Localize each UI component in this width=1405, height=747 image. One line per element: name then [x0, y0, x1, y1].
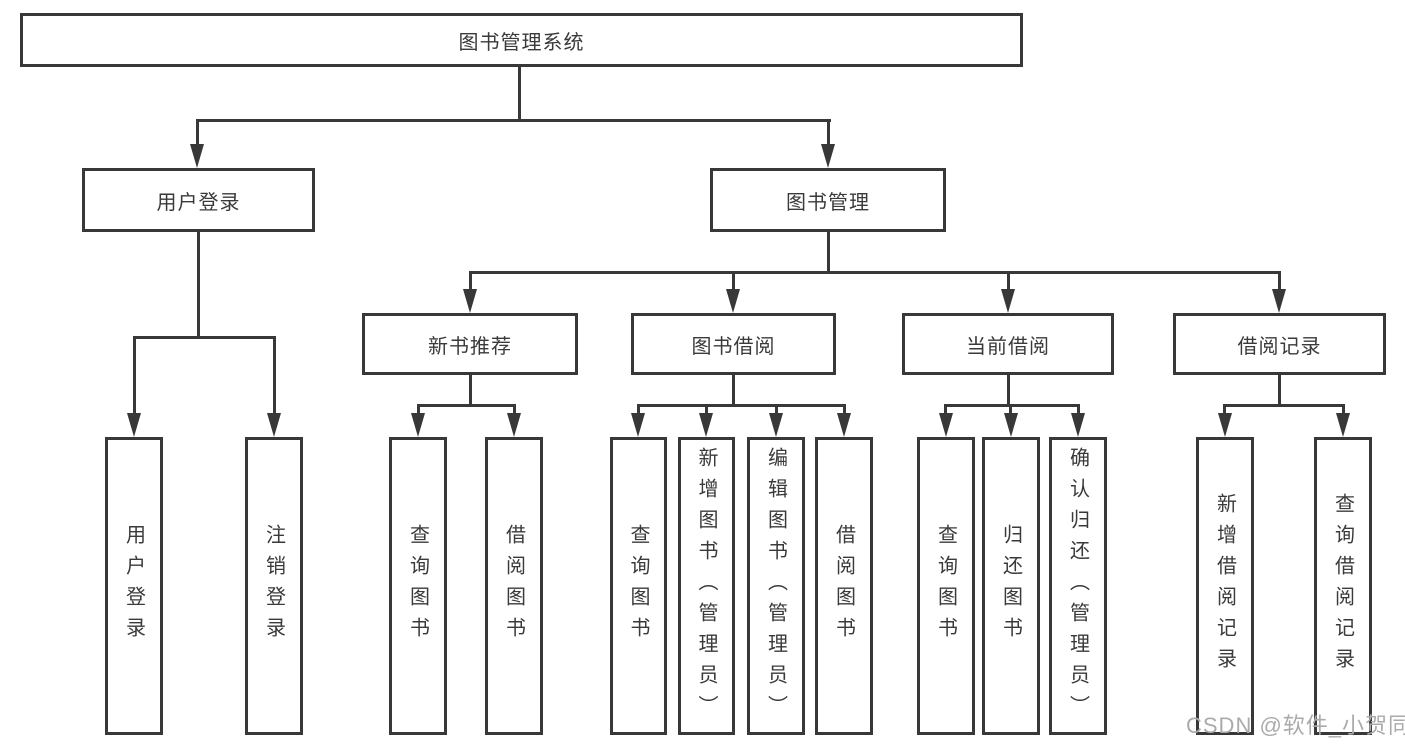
arrow-down-icon: [127, 413, 141, 437]
node-leaf-return-book: 归还图书: [982, 437, 1040, 735]
connector-vline: [775, 404, 778, 416]
node-label: 借阅图书: [502, 524, 525, 648]
connector-vline: [417, 404, 420, 416]
node-leaf-query-book-borrow: 查询图书: [610, 437, 667, 735]
node-leaf-query-borrow-record: 查询借阅记录: [1314, 437, 1372, 735]
node-label: 注销登录: [262, 524, 285, 648]
arrow-down-icon: [463, 289, 477, 313]
node-leaf-user-login: 用户登录: [105, 437, 163, 735]
arrow-down-icon: [190, 144, 204, 168]
node-label: 新增图书（管理员）: [695, 446, 717, 726]
arrow-down-icon: [1336, 413, 1350, 437]
connector-vline: [1009, 404, 1012, 416]
connector-vline: [732, 375, 735, 406]
node-label: 用户登录: [122, 524, 145, 648]
node-label: 查询图书: [406, 524, 429, 648]
connector-hline: [1223, 404, 1345, 407]
node-leaf-edit-book-admin: 编辑图书（管理员）: [747, 437, 805, 735]
arrow-down-icon: [411, 413, 425, 437]
connector-vline: [133, 336, 136, 416]
connector-vline: [944, 404, 947, 416]
node-leaf-query-book-recommend: 查询图书: [389, 437, 447, 735]
node-book-borrow: 图书借阅: [631, 313, 836, 375]
arrow-down-icon: [939, 413, 953, 437]
node-leaf-add-book-admin: 新增图书（管理员）: [678, 437, 735, 735]
node-leaf-confirm-return-admin: 确认归还（管理员）: [1049, 437, 1107, 735]
connector-vline: [1007, 271, 1010, 291]
node-label: 借阅图书: [832, 524, 855, 648]
connector-hline: [469, 271, 1281, 274]
node-leaf-borrow-book: 借阅图书: [815, 437, 873, 735]
node-root: 图书管理系统: [20, 13, 1023, 67]
node-leaf-add-borrow-record: 新增借阅记录: [1196, 437, 1254, 735]
node-book-management: 图书管理: [710, 168, 946, 232]
arrow-down-icon: [699, 413, 713, 437]
arrow-down-icon: [1071, 413, 1085, 437]
connector-hline: [944, 404, 1080, 407]
connector-hline: [417, 404, 516, 407]
connector-vline: [469, 375, 472, 406]
arrow-down-icon: [821, 144, 835, 168]
connector-vline: [197, 232, 200, 338]
connector-hline: [637, 404, 846, 407]
arrow-down-icon: [1001, 289, 1015, 313]
arrow-down-icon: [631, 413, 645, 437]
arrow-down-icon: [1218, 413, 1232, 437]
node-label: 查询图书: [934, 524, 957, 648]
node-leaf-query-book-current: 查询图书: [917, 437, 975, 735]
connector-vline: [732, 271, 735, 291]
csdn-watermark: CSDN @软件_小贺同学: [1186, 713, 1405, 738]
arrow-down-icon: [769, 413, 783, 437]
node-label: 编辑图书（管理员）: [764, 446, 787, 726]
connector-vline: [705, 404, 708, 416]
connector-vline: [1007, 375, 1010, 406]
node-label: 归还图书: [999, 524, 1022, 648]
node-label: 查询借阅记录: [1331, 493, 1354, 679]
node-label: 新增借阅记录: [1213, 493, 1236, 679]
connector-vline: [1223, 404, 1226, 416]
node-label: 确认归还（管理员）: [1066, 446, 1089, 726]
connector-hline: [196, 119, 831, 122]
connector-vline: [196, 119, 199, 147]
node-new-book-recommend: 新书推荐: [362, 313, 578, 375]
node-current-borrow: 当前借阅: [902, 313, 1114, 375]
connector-vline: [827, 232, 830, 273]
arrow-down-icon: [267, 413, 281, 437]
node-leaf-logout: 注销登录: [245, 437, 303, 735]
connector-vline: [1278, 271, 1281, 291]
connector-vline: [518, 66, 521, 120]
connector-vline: [513, 404, 516, 416]
arrow-down-icon: [1272, 289, 1286, 313]
arrow-down-icon: [726, 289, 740, 313]
connector-vline: [469, 271, 472, 291]
node-leaf-borrow-book-recommend: 借阅图书: [485, 437, 543, 735]
arrow-down-icon: [507, 413, 521, 437]
arrow-down-icon: [837, 413, 851, 437]
connector-vline: [827, 119, 830, 147]
node-label: 查询图书: [627, 524, 649, 648]
connector-vline: [273, 336, 276, 416]
node-borrow-records: 借阅记录: [1173, 313, 1386, 375]
connector-vline: [1342, 404, 1345, 416]
connector-hline: [133, 336, 276, 339]
connector-vline: [843, 404, 846, 416]
node-user-login: 用户登录: [82, 168, 315, 232]
connector-vline: [1278, 375, 1281, 406]
connector-vline: [1077, 404, 1080, 416]
connector-vline: [637, 404, 640, 416]
arrow-down-icon: [1004, 413, 1018, 437]
